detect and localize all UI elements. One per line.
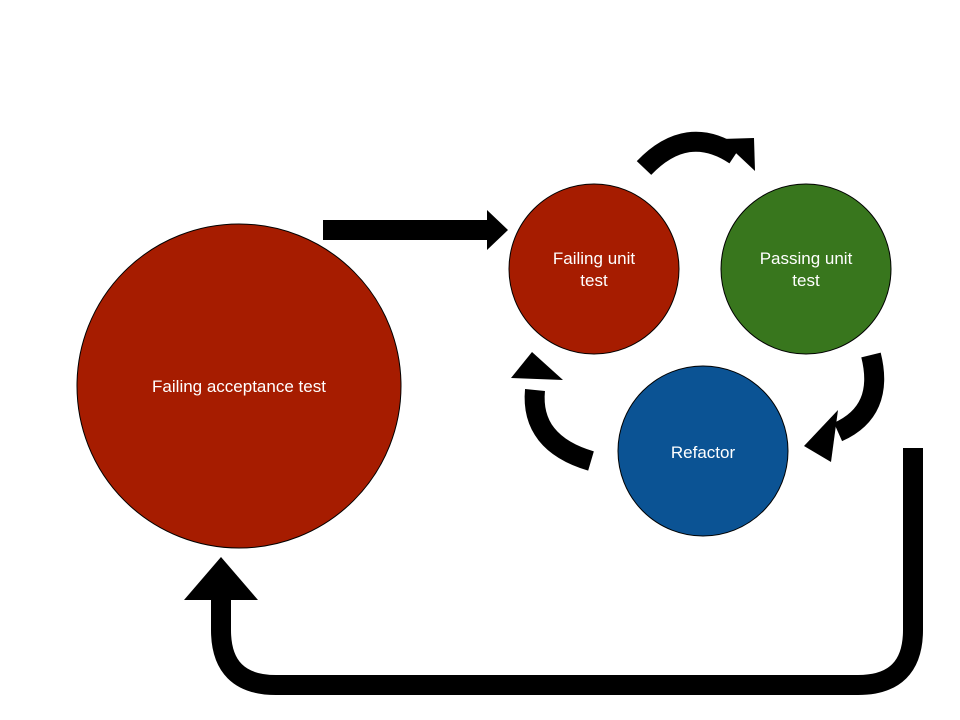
arrow-failing-to-passing [636, 131, 755, 176]
node-refactor: Refactor [617, 365, 789, 537]
arrow-cycle-back-to-acceptance [184, 448, 923, 695]
arrow-passing-to-refactor-shaft [833, 352, 885, 442]
arrow-refactor-to-failing-shaft [524, 389, 595, 471]
arrow-cycle-back-shaft [211, 448, 923, 695]
arrow-acceptance-to-failing-unit [323, 210, 508, 250]
refactor-circle [617, 365, 789, 537]
failing-acceptance-test-circle [76, 223, 402, 549]
node-passing-unit-test: Passing unit test [720, 183, 892, 355]
failing-acceptance-test-label: Failing acceptance test [152, 377, 326, 396]
passing-unit-test-circle [720, 183, 892, 355]
arrow-cycle-back-head [184, 557, 258, 600]
arrow-passing-to-refactor [804, 352, 885, 462]
arrow-failing-to-passing-head [721, 138, 755, 171]
arrow-failing-to-passing-shaft [636, 131, 741, 176]
failing-unit-test-label-line2: test [580, 271, 608, 290]
arrow-passing-to-refactor-head [804, 410, 838, 462]
refactor-label: Refactor [671, 443, 736, 462]
failing-unit-test-label-line1: Failing unit [553, 249, 635, 268]
node-failing-acceptance-test: Failing acceptance test [76, 223, 402, 549]
passing-unit-test-label-line2: test [792, 271, 820, 290]
arrow-refactor-to-failing [511, 352, 595, 471]
failing-unit-test-circle [508, 183, 680, 355]
passing-unit-test-label-line1: Passing unit [760, 249, 853, 268]
node-failing-unit-test: Failing unit test [508, 183, 680, 355]
arrow-refactor-to-failing-head [511, 352, 563, 380]
